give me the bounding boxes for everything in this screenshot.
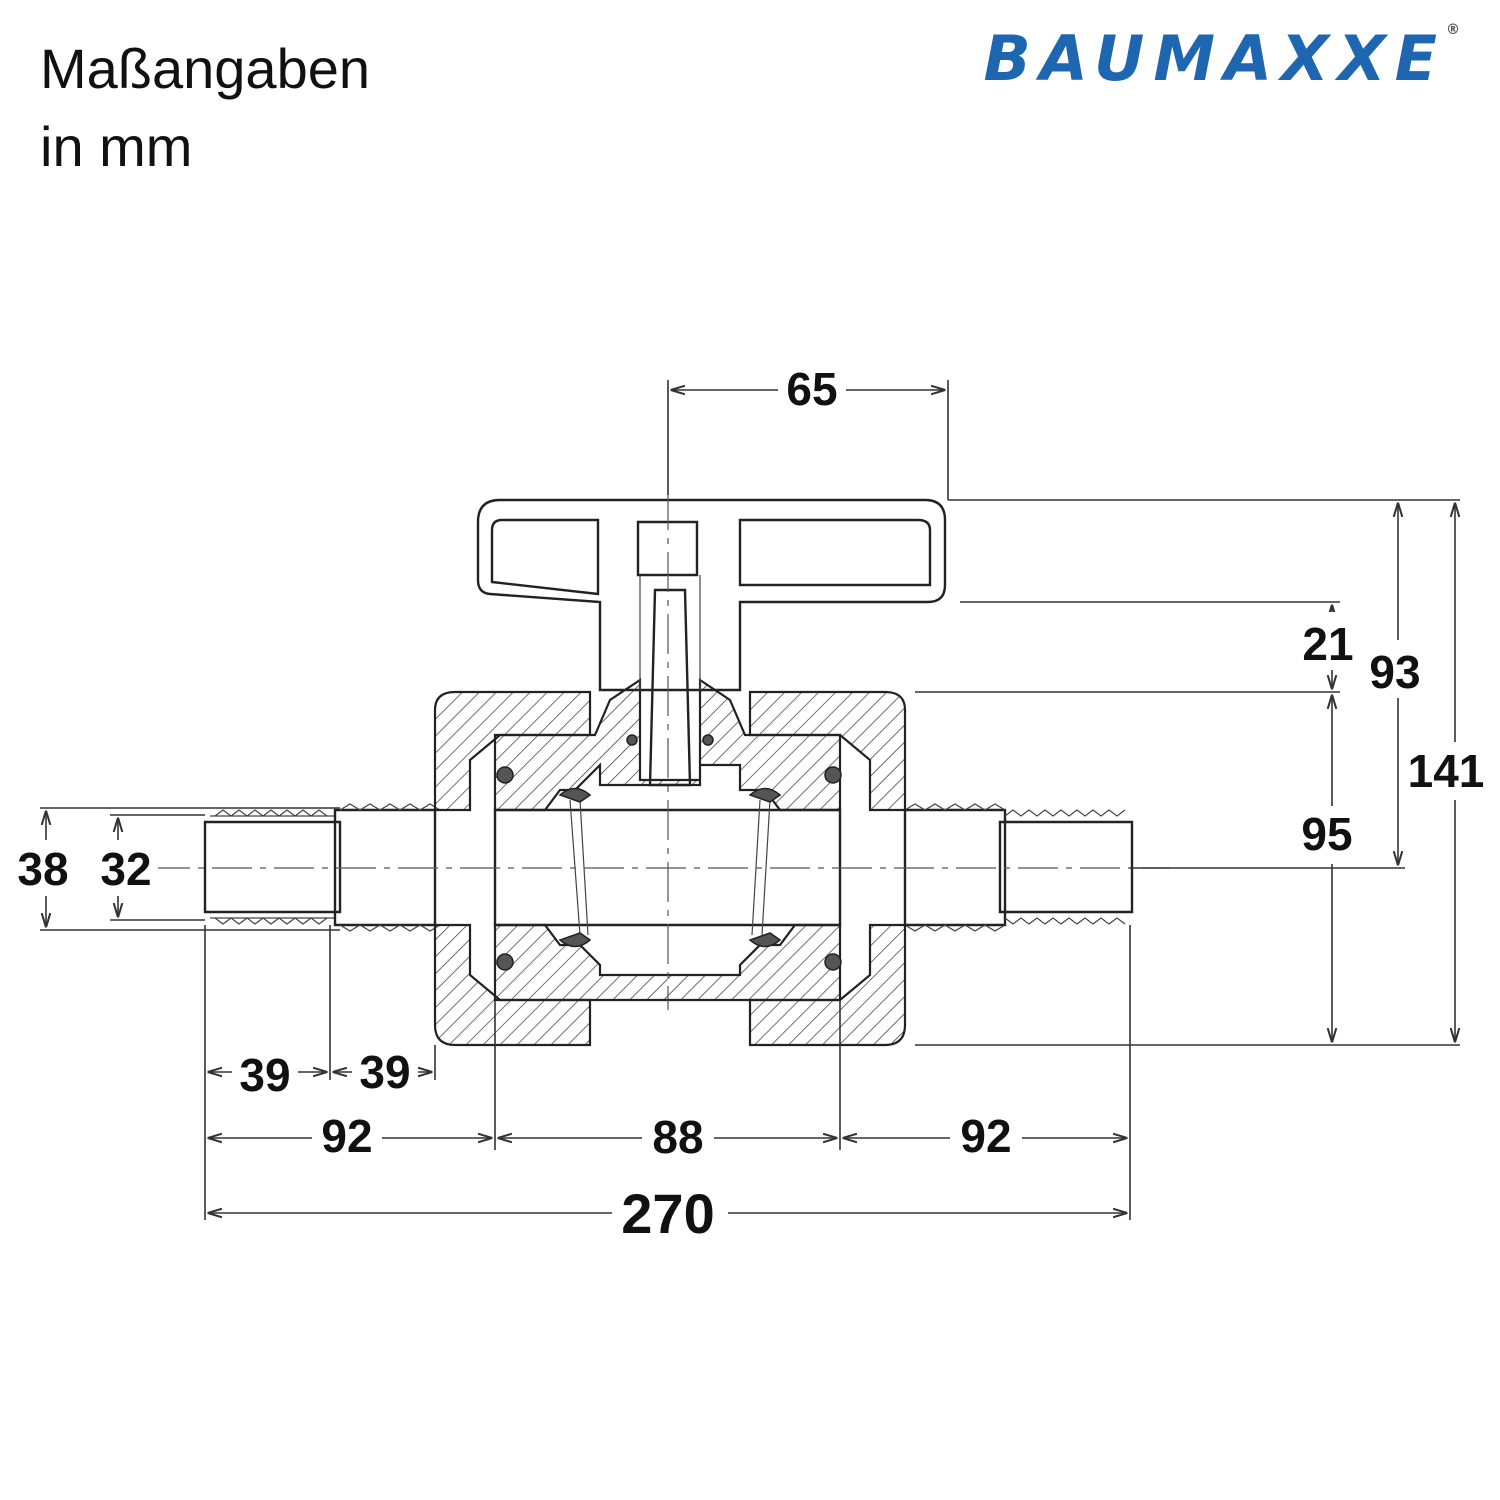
dim-body-length: 88 <box>652 1111 703 1163</box>
right-tail-large <box>903 803 1007 932</box>
dim-end-right: 92 <box>960 1110 1011 1162</box>
ball-bore <box>493 808 842 927</box>
right-union-nut <box>748 690 907 1047</box>
dim-outer-diameter: 38 <box>17 843 68 895</box>
dim-total-length: 270 <box>621 1182 714 1245</box>
dim-handle-width: 65 <box>786 363 837 415</box>
dim-body-height: 95 <box>1301 808 1352 860</box>
title-line-2: in mm <box>40 115 193 178</box>
dim-handle-height: 21 <box>1302 618 1353 670</box>
dimension-title: Maßangaben in mm <box>40 30 370 186</box>
left-hose-tail <box>203 809 342 925</box>
valve-stem <box>636 520 699 787</box>
registered-mark: ® <box>1446 22 1460 38</box>
valve-handle <box>476 498 947 692</box>
brand-logo: BAUMAXXE® <box>984 22 1460 95</box>
dim-top-to-axis: 93 <box>1369 646 1420 698</box>
title-line-1: Maßangaben <box>40 37 371 100</box>
label-backgrounds <box>10 362 1490 1246</box>
brand-name-part2: MAXXE <box>1153 22 1446 95</box>
right-hose-tail <box>998 809 1134 925</box>
dim-tail-left-b: 39 <box>359 1046 410 1098</box>
dim-tail-left-a: 39 <box>239 1049 290 1101</box>
o-ring-seals <box>496 734 842 971</box>
dim-end-left: 92 <box>321 1110 372 1162</box>
valve-body <box>150 490 1170 1047</box>
dim-total-height: 141 <box>1408 745 1485 797</box>
dimension-labels: 65 21 93 141 95 38 32 39 39 92 88 92 270 <box>17 363 1484 1245</box>
left-union-nut <box>433 690 592 1047</box>
brand-name-part1: BAU <box>983 22 1154 95</box>
dim-inner-diameter: 32 <box>100 843 151 895</box>
